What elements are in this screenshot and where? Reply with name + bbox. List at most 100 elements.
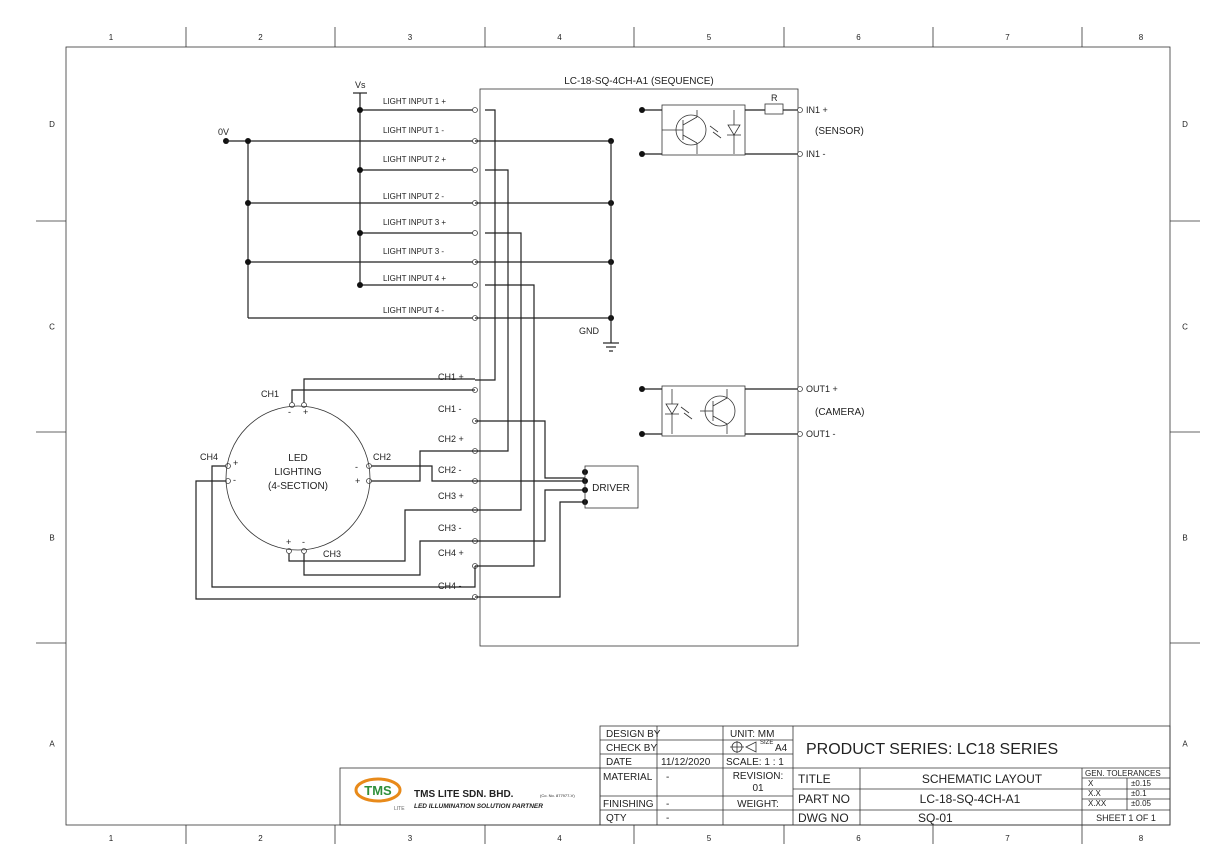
ch4-minus-wire [195,480,475,600]
light-input-label-5: LIGHT INPUT 3 + [383,218,446,227]
led-ch4-label: CH4 [200,452,218,462]
company-reg: (Co. No. 877977-V) [540,793,575,798]
light-input-label-3: LIGHT INPUT 2 + [383,155,446,164]
tolerance-value-2: ±0.1 [1131,789,1147,798]
led-ch1-plus: + [303,407,308,417]
finishing-label: FINISHING [603,799,654,810]
led-ch1-minus: - [288,407,291,417]
company-name: TMS LITE SDN. BHD. [414,789,514,800]
internal-ch3-minus [475,489,585,542]
zone-col-top-5: 5 [707,33,712,42]
zone-col-bottom-8: 8 [1139,834,1144,843]
weight-label: WEIGHT: [737,799,779,810]
ch3-plus-wire [288,509,475,562]
vs-label: Vs [355,80,366,90]
led-ch4-plus: + [233,458,238,468]
internal-ch1-plus [475,109,496,381]
internal-ch4-plus [475,284,535,567]
tolerance-format-3: X.XX [1088,799,1107,808]
light-input-label-4: LIGHT INPUT 2 - [383,192,444,201]
light-input-label-1: LIGHT INPUT 1 + [383,97,446,106]
resistor-r [764,103,784,115]
part-no-value: LC-18-SQ-4CH-A1 [920,792,1021,806]
product-series: PRODUCT SERIES: LC18 SERIES [806,741,1058,758]
zone-col-top-4: 4 [557,33,562,42]
camera-optocoupler [639,385,798,437]
unit-label: UNIT: MM [730,729,774,740]
channel-output-label-7: CH4 + [438,548,464,558]
camera-label: (CAMERA) [815,407,864,418]
gen-tolerances-label: GEN. TOLERANCES [1085,769,1161,778]
led-label-3: (4-SECTION) [268,481,328,492]
light-input-label-6: LIGHT INPUT 3 - [383,247,444,256]
led-ch2-plus: + [355,476,360,486]
zone-row-right-C: C [1182,323,1188,332]
led-ch1-label: CH1 [261,389,279,399]
zone-row-right-A: A [1182,740,1188,749]
title-label: TITLE [798,772,831,786]
date-value: 11/12/2020 [661,757,711,768]
zone-col-top-3: 3 [408,33,413,42]
zone-col-top-6: 6 [856,33,861,42]
zone-row-right-D: D [1182,120,1188,129]
company-logo: TMS LITE [354,777,405,812]
led-ch3-label: CH3 [323,549,341,559]
gnd-label: GND [579,326,600,336]
revision-value: 01 [752,783,764,794]
zone-row-left-B: B [49,534,54,543]
channel-output-label-8: CH4 - [438,581,462,591]
zone-col-bottom-2: 2 [258,834,263,843]
design-by-label: DESIGN BY [606,729,661,740]
size-value: A4 [775,743,788,754]
part-no-label: PART NO [798,792,850,806]
dwg-no-value: SQ-01 [918,811,953,825]
zone-col-top-2: 2 [258,33,263,42]
internal-ch2-plus [475,169,509,452]
material-label: MATERIAL [603,772,653,783]
finishing-value: - [666,799,669,810]
led-ch3-minus: - [302,537,305,547]
out1-minus-label: OUT1 - [806,429,836,439]
ch2-minus-wire [369,465,475,482]
channel-output-label-3: CH2 + [438,434,464,444]
zone-col-top-8: 8 [1139,33,1144,42]
led-ch3-plus: + [286,537,291,547]
internal-ch4-minus [475,501,585,598]
drawing-border [65,46,1171,826]
zone-col-bottom-5: 5 [707,834,712,843]
check-by-label: CHECK BY [606,743,657,754]
ch1-plus-wire [303,378,475,405]
zone-col-top-1: 1 [109,33,114,42]
material-value: - [666,772,669,783]
tolerance-format-1: X [1088,779,1094,788]
light-input-label-2: LIGHT INPUT 1 - [383,126,444,135]
zone-col-bottom-1: 1 [109,834,114,843]
scale-label: SCALE: 1 : 1 [726,757,784,768]
channel-output-label-1: CH1 + [438,372,464,382]
led-ch4-minus: - [233,475,236,485]
date-label: DATE [606,757,632,768]
driver-label: DRIVER [592,483,630,494]
logo-text: TMS [364,783,392,798]
qty-label: QTY [606,813,627,824]
led-ch2-label: CH2 [373,452,391,462]
led-ch2-minus: - [355,462,358,472]
light-input-label-8: LIGHT INPUT 4 - [383,306,444,315]
projection-symbol-icon [730,741,757,753]
size-label: SIZE [760,740,773,746]
ch4-plus-wire [211,465,476,588]
resistor-label: R [771,93,778,103]
tolerance-table: X±0.15X.X±0.1X.XX±0.05 [1088,779,1152,808]
revision-label: REVISION: [733,771,784,782]
controller-module-box [479,88,799,647]
zero-v-label: 0V [218,127,229,137]
title-value: SCHEMATIC LAYOUT [922,772,1043,786]
driver-block [584,465,639,509]
light-inputs: LIGHT INPUT 1 + LIGHT INPUT 1 - LIGHT INPU… [245,97,614,321]
zone-col-bottom-3: 3 [408,834,413,843]
dwg-no-label: DWG NO [798,811,849,825]
internal-ch1-minus [475,420,585,479]
led-lighting-ring [225,405,371,551]
tolerance-value-3: ±0.05 [1131,799,1152,808]
